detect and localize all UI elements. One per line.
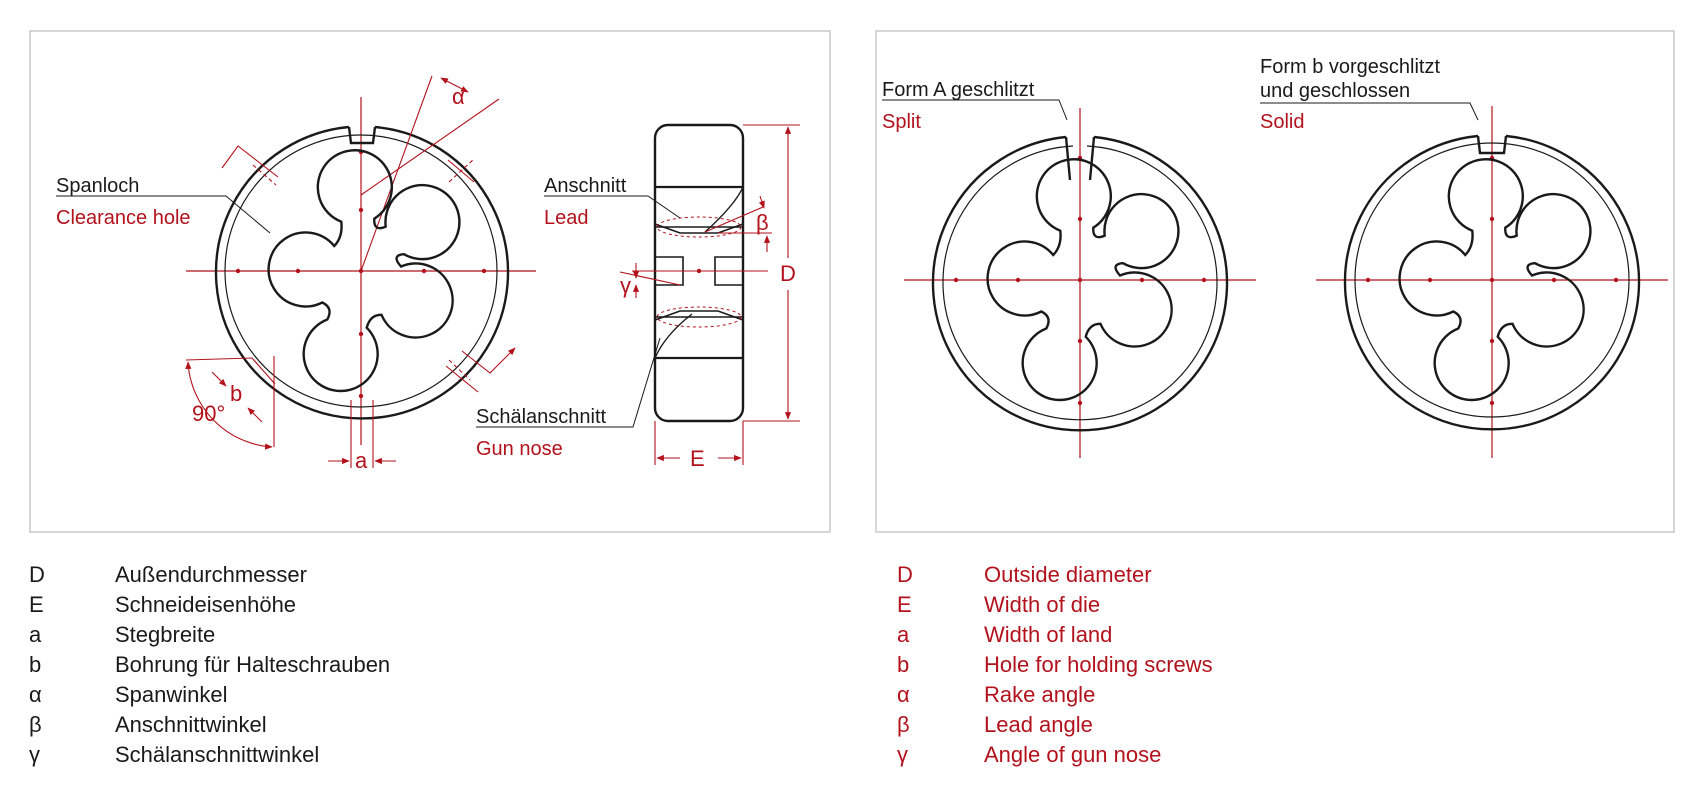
right-panel-frame <box>875 30 1675 533</box>
legend-text: Außendurchmesser <box>115 562 307 587</box>
die-front-view <box>56 75 536 468</box>
legend-text: Rake angle <box>984 682 1096 707</box>
legend-text: Anschnittwinkel <box>115 712 267 737</box>
label-spanloch: Spanloch <box>56 175 139 197</box>
legend-row: D Außendurchmesser <box>29 560 390 590</box>
legend-symbol: D <box>29 562 45 587</box>
label-form-b-line2: und geschlossen <box>1260 80 1410 102</box>
label-solid: Solid <box>1260 111 1304 133</box>
dim-b: b <box>230 381 242 406</box>
legend-text: Width of die <box>984 592 1101 617</box>
legend-symbol: a <box>29 622 42 647</box>
legend-symbol: α <box>897 682 910 707</box>
legend-row: β Lead angle <box>897 710 1213 740</box>
dim-gamma: γ <box>620 273 631 298</box>
legend-symbol: β <box>897 712 910 737</box>
dim-D: D <box>780 261 796 286</box>
dim-a: a <box>355 448 368 473</box>
left-panel-frame <box>29 30 831 533</box>
legend-text: Stegbreite <box>115 622 216 647</box>
legend-symbol: γ <box>29 742 40 767</box>
legend-row: b Bohrung für Halteschrauben <box>29 650 390 680</box>
legend-text: Bohrung für Halteschrauben <box>115 652 391 677</box>
legend-row: E Width of die <box>897 590 1213 620</box>
legend-text: Hole for holding screws <box>984 652 1213 677</box>
legend-row: a Width of land <box>897 620 1213 650</box>
legend-symbol: E <box>897 592 912 617</box>
legend-symbol: γ <box>897 742 908 767</box>
legend-english: D Outside diameter E Width of die a Width o… <box>897 560 1213 770</box>
label-anschnitt: Anschnitt <box>544 175 627 197</box>
legend-row: b Hole for holding screws <box>897 650 1213 680</box>
legend-symbol: a <box>897 622 910 647</box>
legend-symbol: b <box>897 652 910 677</box>
dim-E: E <box>690 446 705 471</box>
legend-text: Schneideisenhöhe <box>115 592 297 617</box>
label-split: Split <box>882 111 921 133</box>
legend-row: α Spanwinkel <box>29 680 390 710</box>
legend-row: γ Angle of gun nose <box>897 740 1213 770</box>
legend-row: β Anschnittwinkel <box>29 710 390 740</box>
legend-symbol: E <box>29 592 44 617</box>
legend-row: E Schneideisenhöhe <box>29 590 390 620</box>
dim-beta: β <box>756 210 769 235</box>
die-hole-pattern <box>267 149 461 393</box>
legend-row: a Stegbreite <box>29 620 390 650</box>
label-lead: Lead <box>544 207 589 229</box>
dim-90-degrees: 90° <box>192 401 225 426</box>
label-form-a: Form A geschlitzt <box>882 79 1035 101</box>
legend-symbol: α <box>29 682 42 707</box>
legend-row: γ Schälanschnittwinkel <box>29 740 390 770</box>
legend-row: D Outside diameter <box>897 560 1213 590</box>
dim-alpha: α <box>452 84 465 109</box>
legend-symbol: b <box>29 652 42 677</box>
die-form-b-solid <box>1260 102 1668 458</box>
label-clearance-hole: Clearance hole <box>56 207 191 229</box>
die-form-a-split <box>882 99 1256 458</box>
die-side-view <box>476 123 800 465</box>
legend-german: D Außendurchmesser E Schneideisenhöhe a Ste… <box>29 560 390 770</box>
legend-symbol: β <box>29 712 42 737</box>
legend-text: Schälanschnittwinkel <box>115 742 320 767</box>
legend-text: Width of land <box>984 622 1113 647</box>
legend-text: Outside diameter <box>984 562 1152 587</box>
legend-text: Angle of gun nose <box>984 742 1162 767</box>
label-gun-nose: Gun nose <box>476 438 563 460</box>
label-schaelanschnitt: Schälanschnitt <box>476 406 607 428</box>
legend-text: Spanwinkel <box>115 682 228 707</box>
label-form-b-line1: Form b vorgeschlitzt <box>1260 56 1440 78</box>
legend-text: Lead angle <box>984 712 1093 737</box>
legend-row: α Rake angle <box>897 680 1213 710</box>
legend-symbol: D <box>897 562 913 587</box>
